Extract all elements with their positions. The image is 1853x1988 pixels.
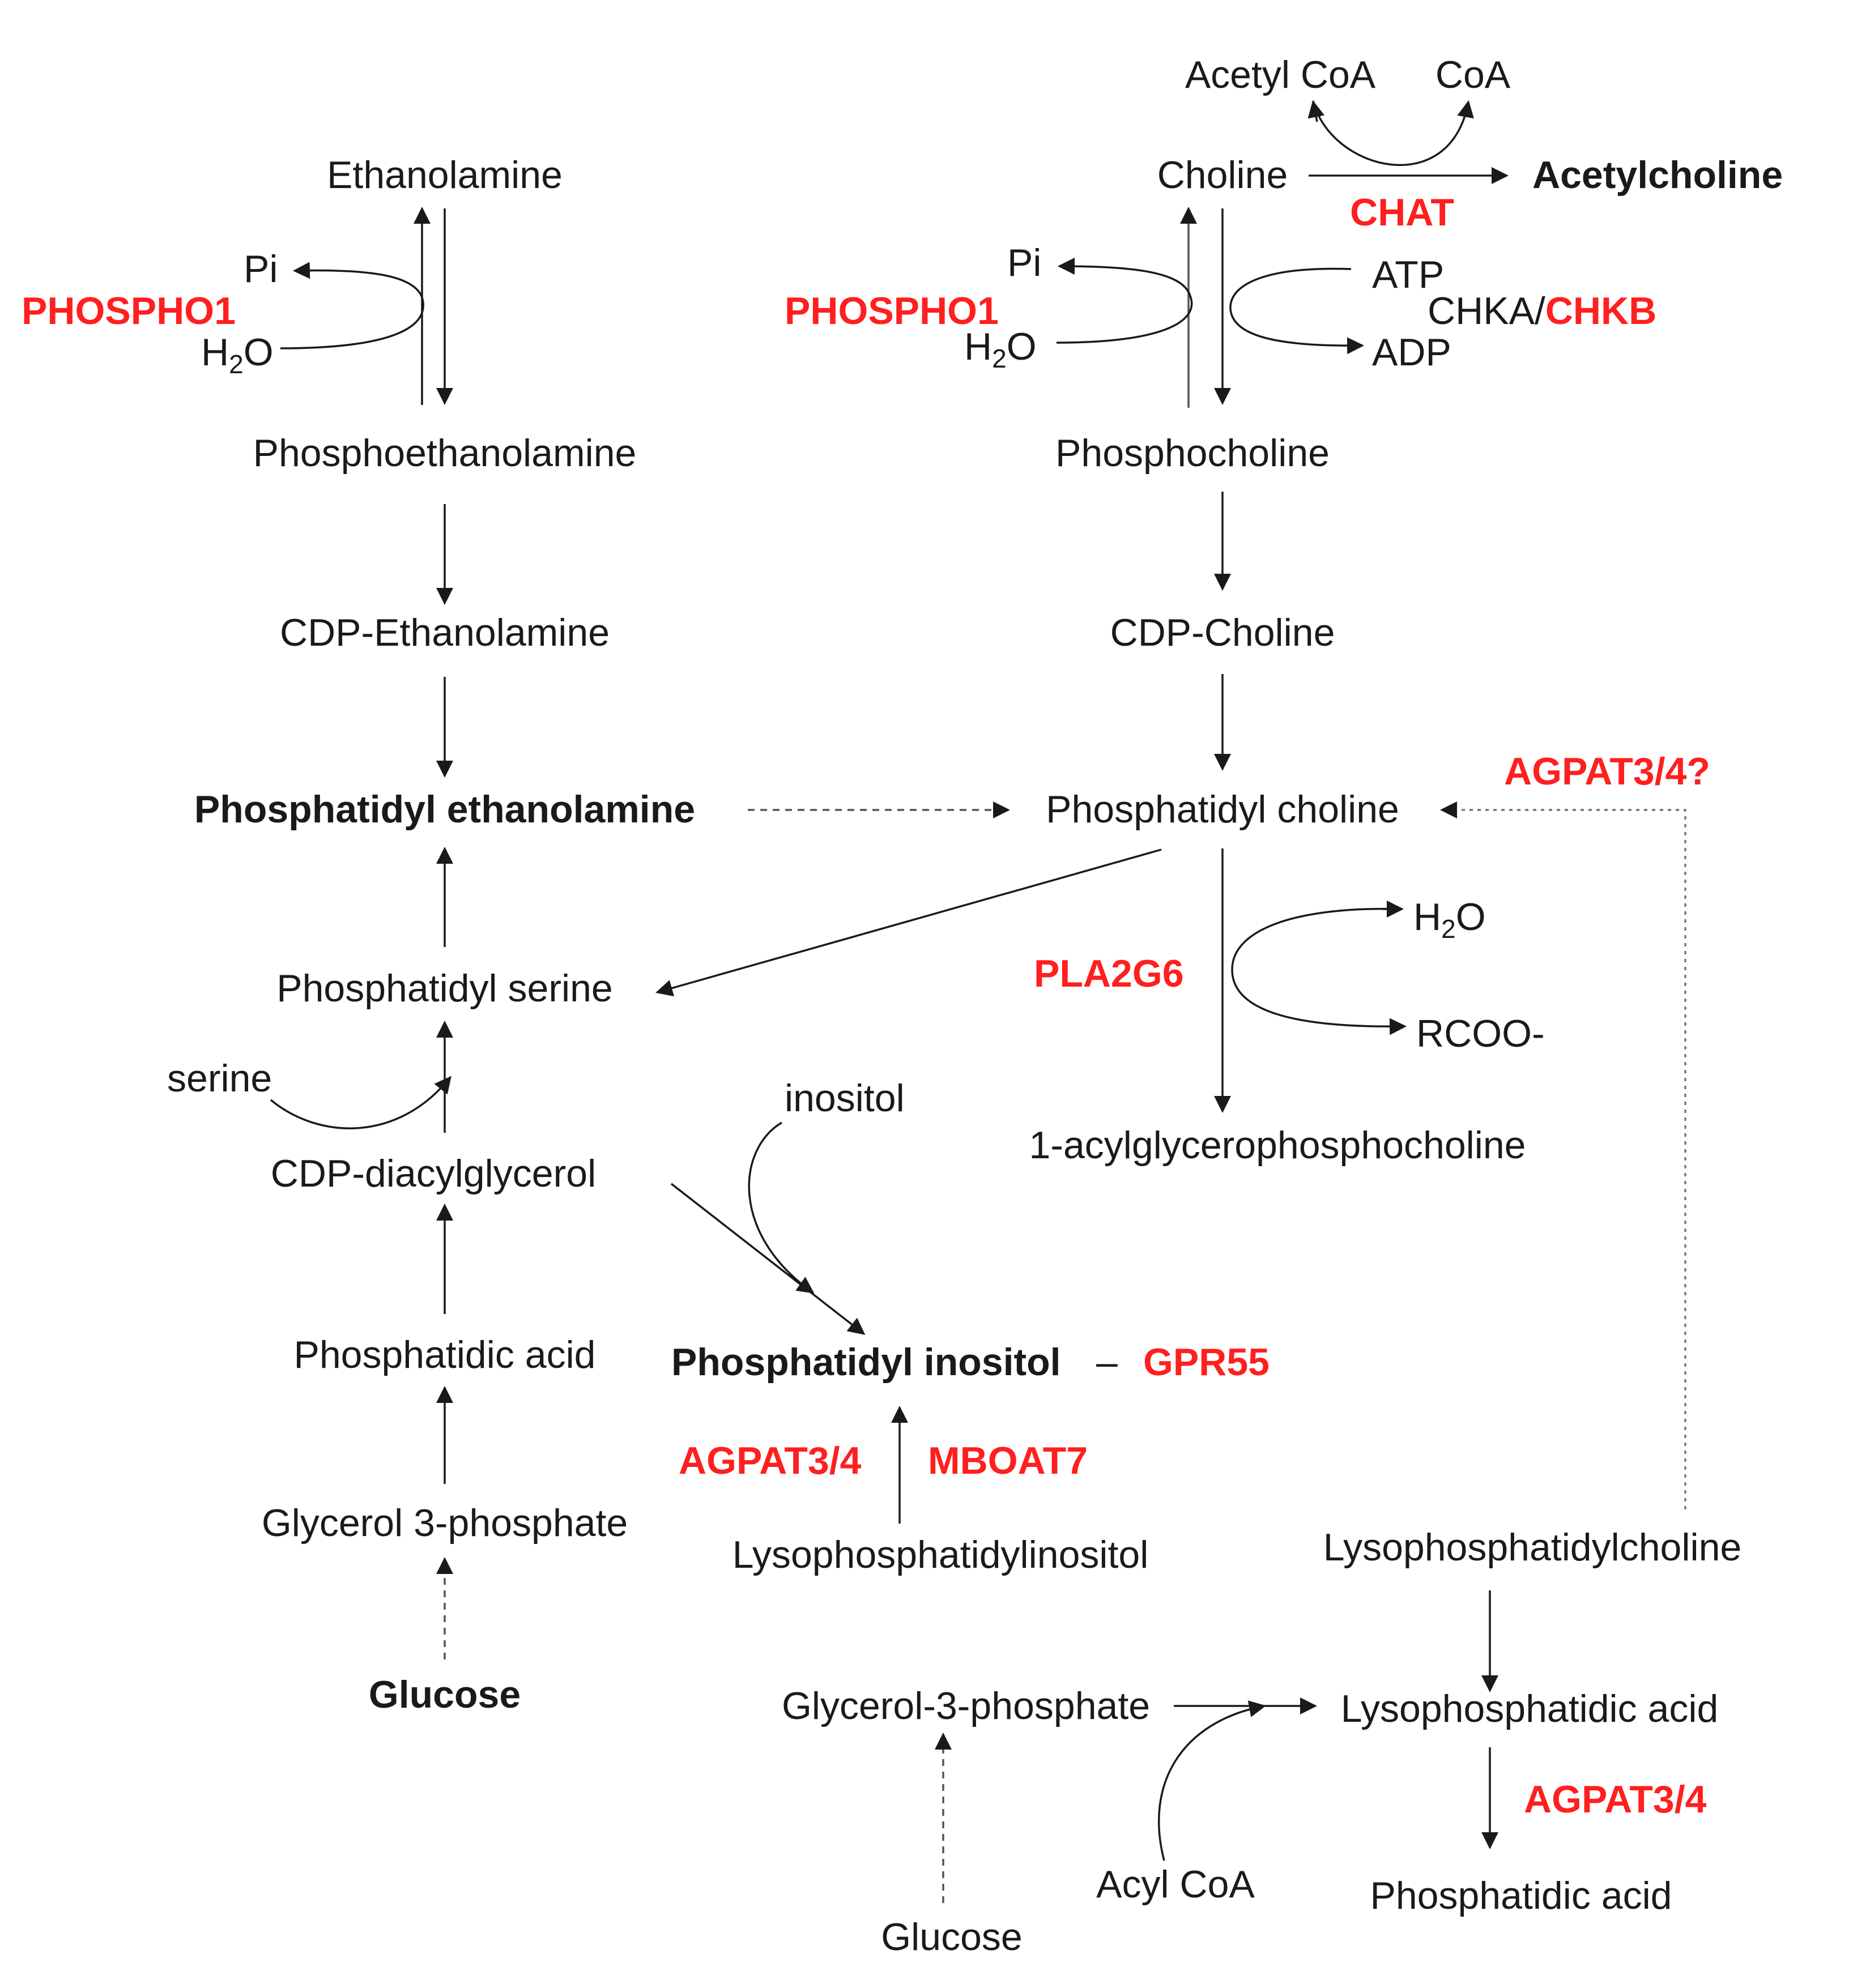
pi-label-left: Pi [244,248,278,291]
curve-serine-to-ps [270,1076,451,1129]
phosphatidyl-inositol-label: Phosphatidyl inositol [671,1341,1061,1384]
curve-h2o-to-pi-left [280,262,424,349]
ethanolamine-label: Ethanolamine [327,153,563,197]
acylglycerophosphocholine-label: 1-acylglycerophosphocholine [1029,1124,1526,1167]
acyl-coa-label: Acyl CoA [1096,1863,1255,1906]
phosphatidic-acid-label-right: Phosphatidic acid [1370,1874,1672,1917]
agpat34-question-enzyme: AGPAT3/4? [1504,750,1710,793]
mboat7-enzyme: MBOAT7 [928,1439,1088,1482]
agpat34-enzyme-pi: AGPAT3/4 [679,1439,862,1482]
arrow-pc-to-ps [655,848,1162,997]
curve-h2o-to-rcoo [1231,907,1407,1035]
pla2g6-enzyme: PLA2G6 [1034,952,1184,995]
pi-label-right: Pi [1007,241,1041,284]
cdp-choline-label: CDP-Choline [1110,611,1335,654]
acetylcholine-label: Acetylcholine [1532,153,1783,197]
phosphocholine-label: Phosphocholine [1055,432,1330,475]
glycerol-3-phosphate-label-left: Glycerol 3-phosphate [262,1501,628,1545]
phospho1-enzyme-right: PHOSPHO1 [785,289,999,332]
inositol-label: inositol [785,1077,905,1120]
phospho1-enzyme-left: PHOSPHO1 [22,289,236,332]
dotted-arrow-lpc-to-pc [1440,801,1686,1509]
curve-acetyl-coa-to-coa [1312,100,1474,166]
phosphoethanolamine-label: Phosphoethanolamine [253,432,637,475]
gpr55-receptor: GPR55 [1143,1341,1270,1384]
lysophosphatidic-acid-label: Lysophosphatidic acid [1341,1687,1719,1730]
h2o-label-pla2g6: H2O [1413,895,1486,944]
glycerol-3-phosphate-label-right: Glycerol-3-phosphate [782,1684,1150,1727]
glucose-label-right: Glucose [881,1916,1022,1959]
curve-atp-to-adp [1229,267,1364,355]
cdp-diacylglycerol-label: CDP-diacylglycerol [271,1152,596,1195]
rcoo-label: RCOO- [1416,1012,1545,1055]
curve-inositol-to-pi [748,1121,815,1294]
pi-gpr55-dash: – [1096,1341,1118,1384]
marker-acetyl-coa-arrow [1307,100,1325,122]
atp-label: ATP [1372,253,1444,296]
phosphatidyl-choline-label: Phosphatidyl choline [1046,788,1399,831]
cdp-ethanolamine-label: CDP-Ethanolamine [280,611,610,654]
curve-acyl-coa-to-lpa [1158,1700,1266,1861]
h2o-label-right: H2O [964,325,1037,373]
phosphatidyl-ethanolamine-label: Phosphatidyl ethanolamine [194,788,695,831]
lysophosphatidylinositol-label: Lysophosphatidylinositol [732,1533,1149,1576]
chat-enzyme: CHAT [1350,191,1454,234]
adp-label: ADP [1372,331,1451,374]
curve-h2o-to-pi-right [1056,258,1193,344]
h2o-label-left: H2O [201,331,274,379]
agpat34-enzyme-pa: AGPAT3/4 [1524,1778,1707,1821]
lysophosphatidylcholine-label: Lysophosphatidylcholine [1323,1526,1741,1569]
chka-chkb-enzyme: CHKA/CHKB [1428,289,1656,332]
phosphatidic-acid-label-left: Phosphatidic acid [293,1333,595,1376]
coa-label: CoA [1435,53,1511,96]
serine-label: serine [167,1057,272,1100]
glucose-label-left: Glucose [369,1673,521,1716]
arrow-cdp-dag-to-pi [670,1183,866,1335]
choline-label: Choline [1157,153,1288,197]
acetyl-coa-label: Acetyl CoA [1185,53,1376,96]
phosphatidyl-serine-label: Phosphatidyl serine [276,967,612,1010]
